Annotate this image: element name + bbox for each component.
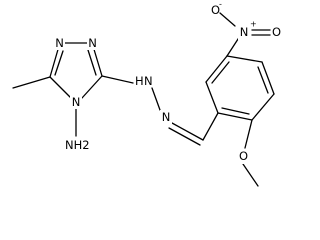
bond-ar2 [205, 55, 228, 83]
bond-ar6 [217, 112, 253, 121]
atom-labels: N N N NH2 H N N N + O - O O [54, 0, 281, 164]
bond-n-ch-double [168, 127, 201, 146]
bond-n-ch [171, 122, 204, 141]
hydrazone-n-lower-label: N [162, 110, 171, 124]
bond-ar6-double [221, 107, 250, 115]
nitro-o-right-label: O [272, 25, 281, 39]
nitro-n-charge: + [250, 20, 257, 29]
bond-ar4-double [257, 66, 269, 94]
bond-ar2-double [211, 61, 230, 84]
bond-c5-n1 [49, 45, 60, 78]
methoxy-o-label: O [239, 149, 248, 163]
bond-c3-n4 [81, 75, 103, 99]
bond-methoxy-methyl [242, 163, 259, 187]
bond-ring-methoxy-o [244, 119, 253, 149]
bond-ar5 [251, 93, 275, 121]
bond-nh-n [151, 87, 161, 111]
bond-nitro-o-top [219, 12, 236, 27]
bond-n2-c3-double [87, 49, 97, 76]
bond-ch-ring [202, 112, 219, 141]
nitro-o-top-charge: - [219, 0, 222, 9]
bond-ring-nitro [226, 35, 241, 57]
amino-label: NH2 [65, 138, 90, 152]
bond-n4-c5 [49, 76, 72, 99]
nitro-n-label: N [240, 25, 249, 39]
bond-c5-n1-double [54, 50, 64, 76]
triazole-n4-label: N [72, 95, 81, 109]
bond-ar3 [226, 55, 263, 63]
bond-ar1 [205, 81, 219, 114]
bonds [12, 12, 275, 187]
bond-c5-methyl [12, 76, 51, 89]
chemical-structure: N N N NH2 H N N N + O - O O [12, 0, 281, 187]
bond-n2-c3 [92, 45, 103, 77]
hydrazone-nh-label: H [135, 74, 144, 88]
bond-c3-nh [101, 75, 134, 84]
bond-ar4 [261, 61, 275, 95]
nitro-o-top-label: O [211, 3, 220, 17]
hydrazone-n-upper-label: N [144, 74, 153, 88]
triazole-n1-label: N [55, 36, 64, 50]
triazole-n2-label: N [88, 36, 97, 50]
